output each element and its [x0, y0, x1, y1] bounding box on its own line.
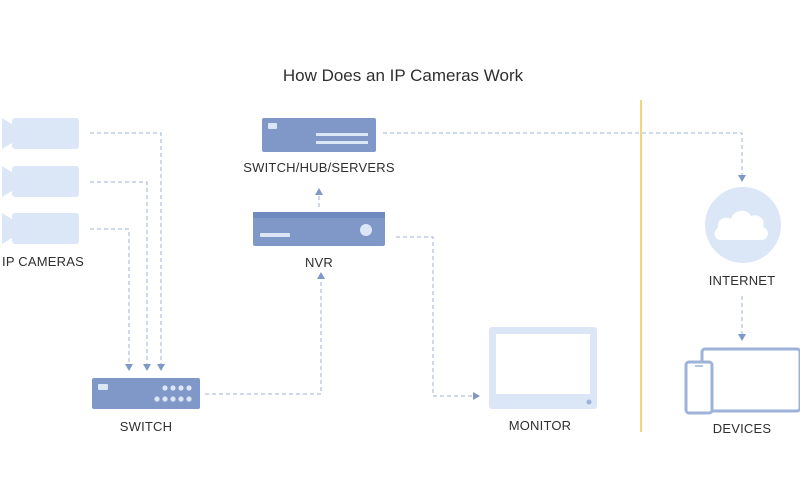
- ip-camera-2: [2, 166, 79, 197]
- devices-label: DEVICES: [712, 421, 772, 436]
- internet-label: INTERNET: [708, 273, 776, 288]
- server-internet-connector: [383, 132, 746, 182]
- nvr-monitor-connector: [396, 236, 480, 400]
- ip-camera-1: [2, 118, 79, 149]
- cloud-icon: [705, 187, 781, 263]
- switch-nvr-connector: [205, 272, 325, 395]
- nvr-label: NVR: [304, 255, 334, 270]
- server-rack-icon: [262, 118, 376, 152]
- monitor-label: MONITOR: [508, 418, 572, 433]
- monitor-icon: [489, 327, 597, 409]
- ip-camera-3: [2, 213, 79, 244]
- switch-hub-servers-label: SWITCH/HUB/SERVERS: [243, 160, 395, 175]
- diagram-title: How Does an IP Cameras Work: [282, 66, 524, 85]
- ip-cameras-label: IP CAMERAS: [2, 254, 84, 269]
- switch-label: SWITCH: [119, 419, 173, 434]
- camera-switch-connectors: [90, 132, 165, 371]
- network-video-recorder-icon: [253, 212, 385, 246]
- laptop-phone-icon: [684, 347, 800, 415]
- network-switch-icon: [92, 378, 200, 409]
